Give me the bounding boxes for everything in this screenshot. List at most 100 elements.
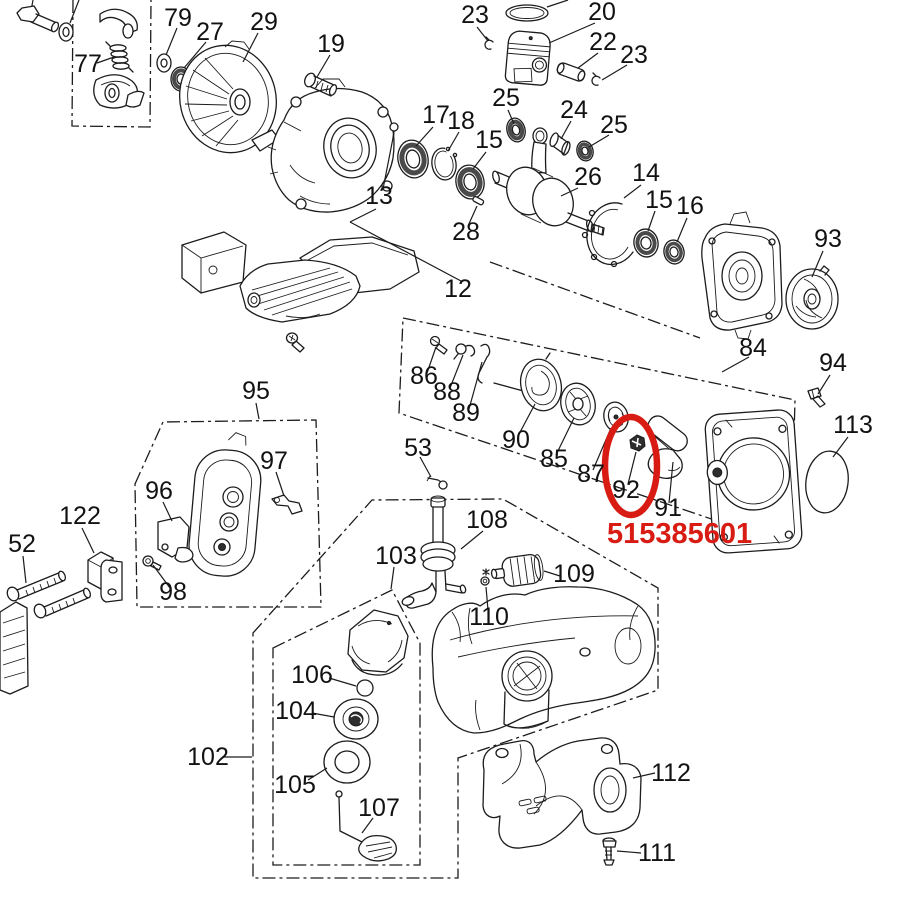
label-96: 96: [145, 477, 173, 505]
label-98: 98: [159, 578, 187, 606]
label-108: 108: [466, 506, 508, 534]
fuel-cap: [347, 609, 409, 676]
highlight-part-number: 515385601: [607, 518, 752, 550]
seal-16: [663, 239, 685, 265]
bearing-17: [397, 139, 429, 179]
retainer-clip-right: [591, 72, 601, 86]
pawl-spring-89: [477, 343, 491, 384]
muffler-box: [181, 231, 247, 294]
side-louver: [0, 601, 29, 695]
label-23b: 23: [620, 41, 648, 69]
label-14: 14: [632, 159, 660, 187]
label-90: 90: [502, 426, 530, 454]
label-16: 16: [676, 192, 704, 220]
gasket-113: [805, 450, 849, 514]
crankcase-plug: [389, 122, 399, 132]
label-18: 18: [447, 107, 475, 135]
part-labels: 79 27 29 77 19 23 20 22 23 25 24 25 17 1…: [8, 0, 873, 867]
label-17: 17: [422, 101, 450, 129]
starter-pulley-93: [785, 265, 839, 330]
label-94: 94: [819, 349, 847, 377]
nut-92: [629, 434, 646, 452]
label-25a: 25: [492, 84, 520, 112]
screw-94: [807, 387, 826, 408]
bearing-15-left: [455, 164, 485, 200]
label-19: 19: [317, 30, 345, 58]
label-113: 113: [833, 411, 873, 439]
label-53: 53: [404, 434, 432, 462]
fuel-filter-107: [335, 790, 397, 862]
label-102: 102: [187, 743, 229, 771]
starter-pawl-88: [453, 343, 476, 360]
label-27: 27: [196, 18, 224, 46]
leader-lines: [22, 22, 849, 854]
label-15b: 15: [645, 186, 673, 214]
label-104: 104: [275, 697, 317, 725]
clutch-group: [16, 0, 145, 109]
assembly-centerline: [489, 261, 701, 339]
lever-53: [426, 475, 448, 490]
label-12: 12: [444, 275, 472, 303]
bracket-122: [87, 551, 123, 603]
clutch-spring: [105, 41, 134, 73]
fuel-tank: [431, 586, 656, 734]
label-91: 91: [654, 494, 682, 522]
label-23a: 23: [461, 1, 489, 29]
label-24: 24: [560, 96, 588, 124]
label-28: 28: [452, 218, 480, 246]
choke-plate-96: [157, 516, 194, 563]
fuel-tank-assembly-box: [252, 498, 659, 879]
bearing-15-right: [633, 228, 659, 258]
label-87: 87: [577, 460, 605, 488]
label-79: 79: [164, 4, 192, 32]
gasket-14: [581, 202, 634, 268]
label-97: 97: [260, 447, 288, 475]
bolt-19: [304, 72, 338, 97]
label-29: 29: [250, 8, 278, 36]
fuel-filter-109: [490, 554, 544, 587]
label-85: 85: [540, 445, 568, 473]
screw-111: [602, 837, 617, 866]
cap-gasket-105: [323, 740, 371, 784]
highlight-group: 515385601: [601, 413, 752, 550]
washer-25-right: [576, 140, 594, 162]
rewind-spring-90: [519, 352, 563, 412]
label-88: 88: [433, 378, 461, 406]
clutch-assembly-box: [71, 0, 152, 128]
cylinder-shield: [239, 259, 361, 323]
piston: [504, 30, 551, 86]
label-93: 93: [814, 225, 842, 253]
air-filter-base: [188, 432, 262, 577]
rope-pulley-85: [560, 382, 596, 426]
label-89: 89: [452, 399, 480, 427]
crankcase-right: [701, 211, 783, 340]
washer-79: [156, 53, 172, 73]
label-20: 20: [588, 0, 616, 26]
label-105: 105: [274, 771, 316, 799]
screw-60: [285, 332, 305, 353]
crankcase-left: [267, 72, 399, 213]
mount-bracket-112: [482, 737, 642, 849]
snap-ring-18: [431, 144, 460, 181]
label-13: 13: [365, 182, 393, 210]
label-22: 22: [589, 28, 617, 56]
label-95: 95: [242, 377, 270, 405]
label-111: 111: [638, 839, 676, 867]
clutch-washer: [58, 22, 74, 42]
screw-98: [142, 555, 162, 571]
label-25b: 25: [600, 111, 628, 139]
cap-ball-106: [356, 679, 374, 697]
piston-group: [484, 0, 601, 86]
label-103: 103: [375, 542, 417, 570]
clutch-bolt-head: [16, 5, 40, 23]
label-84: 84: [739, 334, 767, 362]
woodruff-key-28: [472, 195, 485, 206]
wrist-pin: [556, 62, 586, 82]
label-110: 110: [469, 603, 509, 631]
starter-screw-86: [429, 335, 448, 355]
air-filter-box: [134, 419, 322, 608]
piston-ring: [505, 4, 549, 22]
highlight-circle: [601, 413, 661, 519]
